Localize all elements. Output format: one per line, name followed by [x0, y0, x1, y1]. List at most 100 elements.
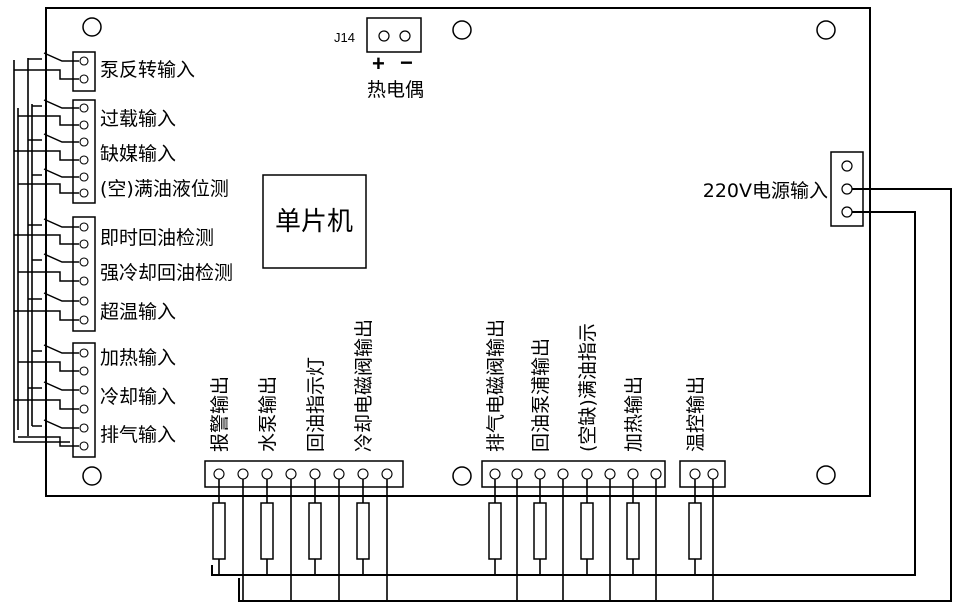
- input-label-7: 超温输入: [100, 301, 176, 323]
- output-pin-11: [534, 468, 546, 480]
- input-pin-12: [79, 276, 89, 286]
- pcb-outline: [45, 7, 871, 497]
- input-block-2: [72, 99, 96, 204]
- output-block-left: [204, 460, 404, 488]
- input-pins: [79, 56, 89, 451]
- input-wire-contact-9: [43, 381, 79, 391]
- output-relay-body-9: [688, 502, 702, 560]
- output-label-7: (空缺)满油指示: [577, 323, 599, 452]
- input-pin-10: [79, 239, 89, 249]
- j14-ref-label: J14: [334, 30, 355, 45]
- mounting-hole-top-middle: [452, 20, 472, 40]
- input-wire-contact-5: [43, 218, 79, 228]
- input-pin-3: [79, 103, 89, 113]
- j14-pin-minus: [399, 30, 411, 42]
- input-pin-16: [79, 366, 89, 376]
- input-label-1: 泵反转输入: [100, 59, 195, 81]
- input-label-2: 过载输入: [100, 108, 176, 130]
- output-wires: [212, 479, 714, 601]
- output-pin-8: [381, 468, 393, 480]
- output-pin-1: [213, 468, 225, 480]
- input-pin-8: [79, 188, 89, 198]
- input-pin-17: [79, 385, 89, 395]
- output-pin-5: [309, 468, 321, 480]
- output-label-9: 温控输出: [685, 376, 707, 452]
- input-wire-return-2: [18, 115, 79, 126]
- mounting-hole-top-right: [816, 20, 836, 40]
- output-pin-7: [357, 468, 369, 480]
- input-block-3: [72, 216, 96, 332]
- output-label-1: 报警输出: [209, 376, 231, 452]
- output-relay-body-6: [533, 502, 547, 560]
- output-relay-body-4: [356, 502, 370, 560]
- input-common-bus-a: [13, 60, 70, 443]
- output-pin-17: [689, 468, 701, 480]
- input-wire-return-5: [14, 234, 79, 245]
- input-label-8: 加热输入: [100, 347, 176, 369]
- input-wire-return-1: [14, 69, 79, 80]
- output-label-3: 回油指示灯: [305, 357, 327, 452]
- input-wire-return-9: [14, 399, 79, 410]
- output-pin-4: [285, 468, 297, 480]
- input-wire-return-6: [18, 271, 79, 282]
- input-label-5: 即时回油检测: [100, 227, 214, 249]
- output-pin-12: [557, 468, 569, 480]
- input-pin-6: [79, 155, 89, 165]
- output-pin-2: [237, 468, 249, 480]
- j14-thermocouple-label: 热电偶: [367, 79, 424, 101]
- output-relay-body-7: [580, 502, 594, 560]
- input-wire-contact-2: [43, 99, 79, 109]
- input-label-10: 排气输入: [100, 424, 176, 446]
- input-wire-return-3: [14, 150, 79, 161]
- input-wire-contact-8: [43, 344, 79, 354]
- output-relay-body-2: [260, 502, 274, 560]
- output-pin-6: [333, 468, 345, 480]
- output-pin-9: [489, 468, 501, 480]
- input-pin-4: [79, 120, 89, 130]
- input-label-4: (空)满油液位测: [100, 178, 229, 200]
- input-label-3: 缺媒输入: [100, 143, 176, 165]
- output-labels: 报警输出水泵输出回油指示灯冷却电磁阀输出排气电磁阀输出回油泵浦输出(空缺)满油指…: [209, 319, 707, 452]
- input-wire-contact-10: [43, 419, 79, 429]
- input-pin-20: [79, 441, 89, 451]
- input-pin-19: [79, 423, 89, 433]
- mounting-hole-bottom-middle: [452, 466, 472, 486]
- input-pin-11: [79, 257, 89, 267]
- j14-connector: [366, 17, 422, 53]
- input-block-4: [72, 342, 96, 458]
- output-pin-18: [707, 468, 719, 480]
- output-pin-15: [627, 468, 639, 480]
- output-pin-16: [650, 468, 662, 480]
- j14-minus-sign: −: [400, 50, 413, 75]
- j14-plus-sign: +: [372, 51, 385, 76]
- input-pin-1: [79, 56, 89, 66]
- input-label-9: 冷却输入: [100, 386, 176, 408]
- input-pin-9: [79, 222, 89, 232]
- input-wires: [13, 52, 79, 447]
- output-label-8: 加热输出: [623, 376, 645, 452]
- input-wire-contact-7: [43, 292, 79, 302]
- mounting-hole-top-left: [82, 17, 102, 37]
- input-pin-15: [79, 348, 89, 358]
- output-relay-body-1: [212, 502, 226, 560]
- output-relay-body-8: [626, 502, 640, 560]
- output-label-4: 冷却电磁阀输出: [353, 319, 375, 452]
- input-wire-contact-3: [43, 133, 79, 143]
- input-wire-return-8: [18, 361, 79, 372]
- output-pin-13: [581, 468, 593, 480]
- input-label-6: 强冷却回油检测: [100, 262, 233, 284]
- mounting-hole-bottom-right: [816, 465, 836, 485]
- output-pin-3: [261, 468, 273, 480]
- input-wire-contact-6: [43, 253, 79, 263]
- output-pin-10: [511, 468, 523, 480]
- power-input-label: 220V电源输入: [703, 180, 828, 202]
- output-label-6: 回油泵浦输出: [530, 338, 552, 452]
- output-block-temp: [679, 460, 726, 488]
- input-wire-contact-4: [43, 168, 79, 178]
- power-lead-1: [238, 188, 952, 602]
- input-pin-7: [79, 172, 89, 182]
- power-lead-2: [211, 211, 916, 576]
- input-pin-5: [79, 137, 89, 147]
- power-pin-1: [841, 160, 853, 172]
